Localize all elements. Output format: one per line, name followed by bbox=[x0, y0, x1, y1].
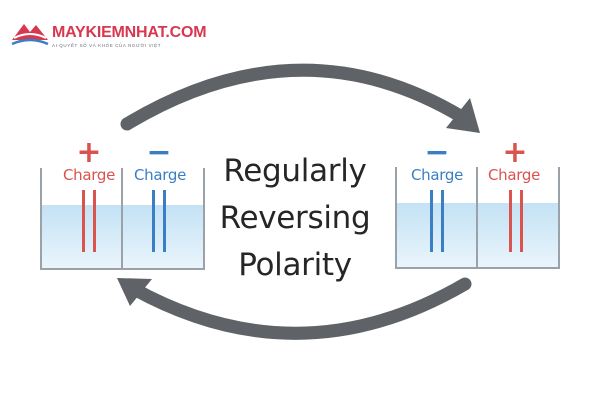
left-electrolytic-cell bbox=[40, 168, 205, 270]
caption-line-2: Reversing bbox=[219, 200, 371, 236]
logo-tagline: AI QUYẾT SỐ VÀ KHỎE CỦA NGƯỜI VIỆT bbox=[52, 43, 162, 48]
bottom-arrow-head bbox=[117, 278, 152, 306]
right-cell-negative-electrode-a bbox=[430, 190, 433, 252]
left-cell-positive-sign: + bbox=[76, 135, 102, 170]
right-cell-positive-electrode-b bbox=[520, 190, 523, 252]
right-electrolytic-cell bbox=[395, 167, 560, 269]
left-cell-negative-electrode-b bbox=[163, 190, 166, 252]
logo-mark-icon bbox=[11, 24, 49, 46]
left-cell-positive-label: Charge bbox=[62, 166, 116, 184]
left-cell-positive-electrode-a bbox=[82, 190, 85, 252]
right-cell-negative-electrode-b bbox=[441, 190, 444, 252]
bottom-cycle-arrow bbox=[127, 277, 472, 340]
diagram-caption: Regularly Reversing Polarity bbox=[205, 148, 385, 289]
right-cell-negative-sign: − bbox=[424, 135, 450, 170]
right-cell-positive-electrode-a bbox=[509, 190, 512, 252]
top-cycle-arrow bbox=[120, 63, 469, 131]
left-cell-negative-sign: − bbox=[146, 135, 172, 170]
left-cell-positive-electrode-b bbox=[93, 190, 96, 252]
caption-line-3: Polarity bbox=[238, 247, 352, 283]
logo-name: MAYKIEMNHAT.COM bbox=[52, 24, 207, 41]
right-cell-negative-label: Charge bbox=[410, 166, 464, 184]
right-cell-positive-label: Charge bbox=[487, 166, 541, 184]
right-cell-positive-sign: + bbox=[502, 135, 528, 170]
top-arrow-head bbox=[446, 98, 480, 133]
left-cell-negative-label: Charge bbox=[133, 166, 187, 184]
site-logo[interactable]: MAYKIEMNHAT.COM AI QUYẾT SỐ VÀ KHỎE CỦA … bbox=[52, 24, 207, 49]
caption-line-1: Regularly bbox=[223, 153, 367, 189]
left-cell-negative-electrode-a bbox=[152, 190, 155, 252]
